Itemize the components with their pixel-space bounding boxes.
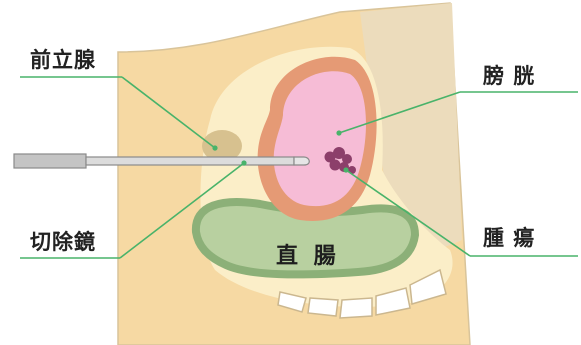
label-rectum: 直 腸: [276, 238, 340, 270]
label-tumor: 腫 瘍: [483, 222, 535, 252]
label-resectoscope: 切除鏡: [30, 226, 96, 256]
label-prostate: 前立腺: [30, 44, 96, 74]
label-bladder: 膀 胱: [483, 60, 535, 90]
